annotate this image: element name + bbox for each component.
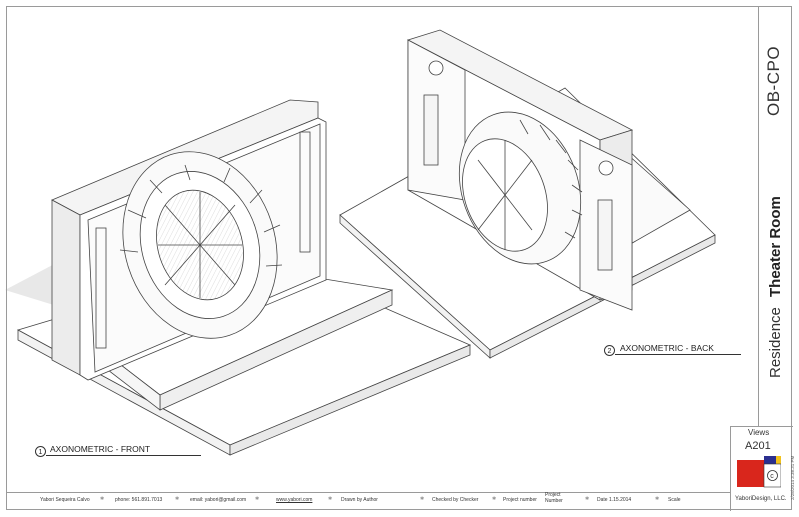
sheet-border <box>6 6 792 510</box>
separator-icon: ✱ <box>655 496 660 502</box>
company-name: YaboriDesign, LLC. <box>735 496 787 502</box>
view-number-back: 2 <box>604 345 615 356</box>
designer-name: Yabori Sequeira Calvo <box>40 497 90 503</box>
email-address: email: yabori@gmail.com <box>190 497 247 503</box>
view-title-underline-front <box>46 455 201 456</box>
separator-icon: ✱ <box>175 496 180 502</box>
separator-icon: ✱ <box>420 496 425 502</box>
view-title-underline-back <box>615 354 741 355</box>
axonometric-back-drawing <box>339 29 716 359</box>
website-link[interactable]: www.yabori.com <box>276 497 313 503</box>
project-number-label: Project number <box>503 497 537 503</box>
separator-icon: ✱ <box>492 496 497 502</box>
view-number-front: 1 <box>35 446 46 457</box>
view-title-front: AXONOMETRIC - FRONT <box>50 444 151 454</box>
drawn-by: Drawn by Author <box>341 497 378 503</box>
checked-by: Checked by Checker <box>432 497 479 503</box>
view-title-back: AXONOMETRIC - BACK <box>620 343 714 353</box>
views-label: Views <box>748 428 770 437</box>
svg-text:c: c <box>770 473 774 480</box>
project-label: Project <box>545 492 561 498</box>
project-type: Residence <box>767 307 784 378</box>
issue-date: Date 1.15.2014 <box>597 497 632 503</box>
sheet-number: A201 <box>745 440 771 452</box>
separator-icon: ✱ <box>328 496 333 502</box>
separator-icon: ✱ <box>255 496 260 502</box>
sheet-info-box <box>730 426 793 511</box>
number-label: Number <box>545 498 563 504</box>
project-code: OB-CPO <box>764 45 783 116</box>
title-strip <box>758 6 793 426</box>
title-block-footer <box>6 492 730 511</box>
axonometric-front-drawing <box>5 99 472 456</box>
project-name: Theater Room <box>767 196 784 297</box>
separator-icon: ✱ <box>585 496 590 502</box>
phone-number: phone: 561.891.7013 <box>115 497 163 503</box>
scale-label: Scale <box>668 497 681 503</box>
yabori-logo: c <box>737 456 781 488</box>
separator-icon: ✱ <box>100 496 105 502</box>
